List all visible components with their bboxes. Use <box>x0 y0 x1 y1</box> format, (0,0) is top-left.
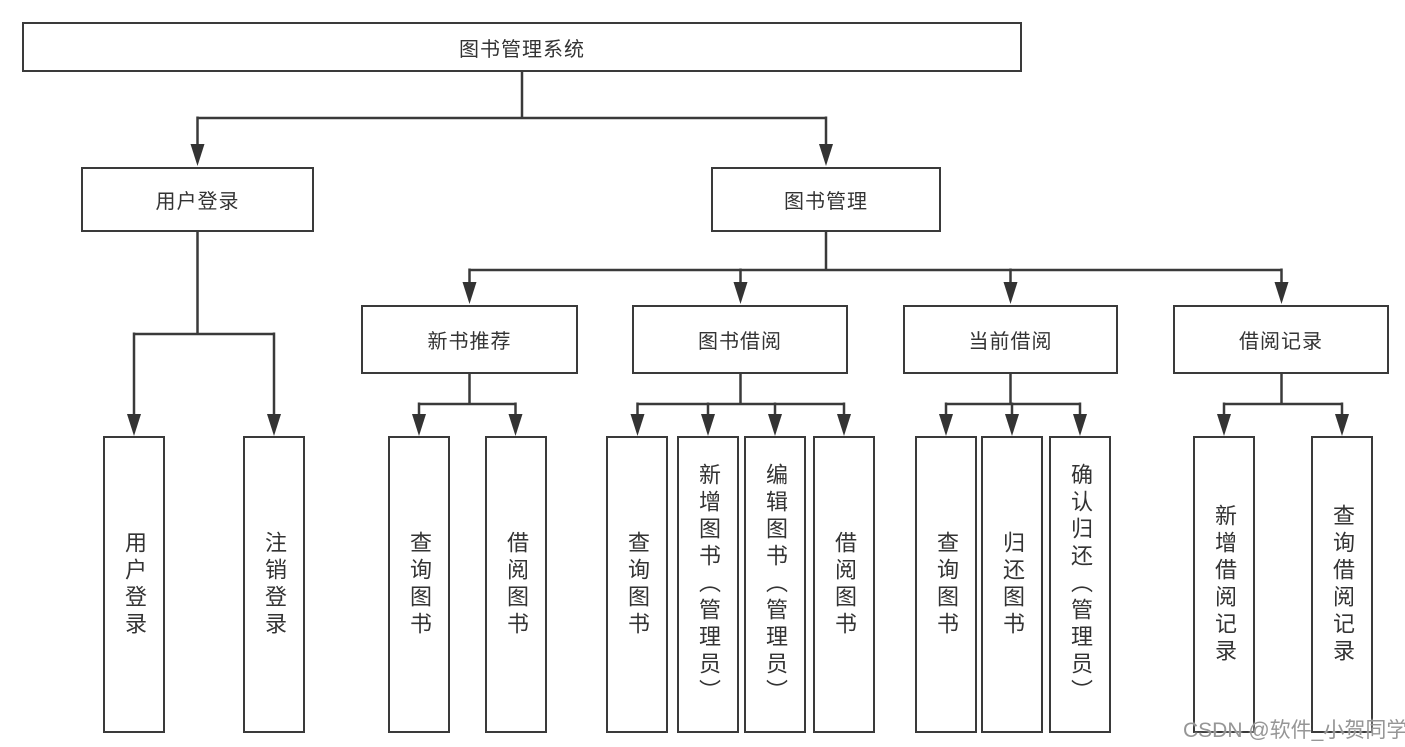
leaf-logout: 注销登录 <box>243 436 305 733</box>
leaf-newbook-query-books: 查询图书 <box>388 436 450 733</box>
leaf-borrow-borrow-books: 借阅图书 <box>813 436 875 733</box>
leaf-current-confirm-return-admin: 确认归还（管理员） <box>1049 436 1111 733</box>
node-root-system: 图书管理系统 <box>22 22 1022 72</box>
leaf-borrow-add-books-admin: 新增图书（管理员） <box>677 436 739 733</box>
node-book-borrow: 图书借阅 <box>632 305 848 374</box>
leaf-records-add-record: 新增借阅记录 <box>1193 436 1255 733</box>
leaf-newbook-borrow-books: 借阅图书 <box>485 436 547 733</box>
leaf-records-query-record: 查询借阅记录 <box>1311 436 1373 733</box>
csdn-watermark: CSDN @软件_小贺同学 <box>1183 719 1405 742</box>
node-borrow-records: 借阅记录 <box>1173 305 1389 374</box>
node-new-book-recommend: 新书推荐 <box>361 305 578 374</box>
leaf-borrow-query-books: 查询图书 <box>606 436 668 733</box>
leaf-borrow-edit-books-admin: 编辑图书（管理员） <box>744 436 806 733</box>
node-book-management: 图书管理 <box>711 167 941 232</box>
leaf-current-return-books: 归还图书 <box>981 436 1043 733</box>
leaf-user-login: 用户登录 <box>103 436 165 733</box>
node-user-login: 用户登录 <box>81 167 314 232</box>
node-current-borrow: 当前借阅 <box>903 305 1118 374</box>
leaf-current-query-books: 查询图书 <box>915 436 977 733</box>
